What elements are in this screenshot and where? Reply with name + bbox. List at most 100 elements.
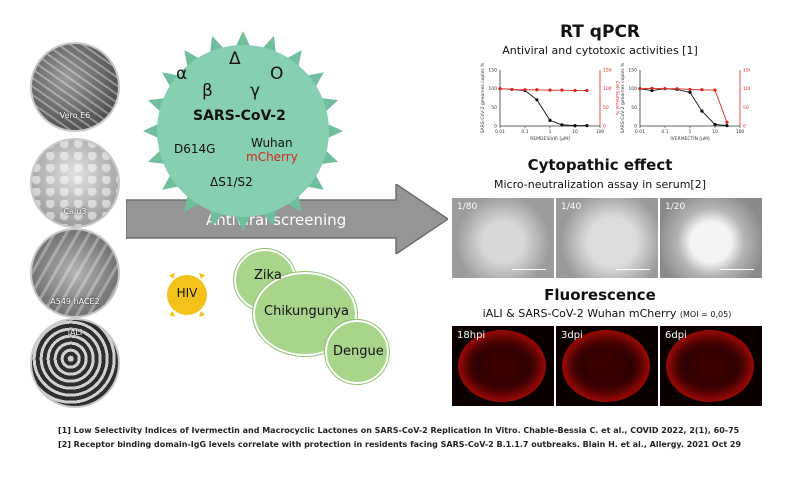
hiv-label: HIV (176, 286, 198, 300)
y-tick-label: 50 (491, 105, 497, 111)
cpe-panel-1-label: 1/80 (457, 202, 478, 212)
scale-bar (720, 269, 754, 270)
y2-axis-label: Cell Survival % (614, 81, 620, 115)
cell-survival-point (725, 120, 729, 124)
fluo-panel-1-label: 18hpi (457, 330, 486, 341)
virus-spike (184, 194, 200, 212)
rtqpcr-title: RT qPCR (559, 22, 641, 42)
zika-label: Zika (254, 268, 282, 283)
strain-label: Wuhan (251, 136, 293, 150)
genome-copies-point (725, 124, 729, 128)
x-tick-label: 0.1 (521, 129, 528, 135)
fluorescence-panel-6dpi: 6dpi (660, 326, 762, 406)
moi-label: (MOI = 0,05) (679, 310, 732, 319)
fluorescence-title: Fluorescence (544, 286, 656, 304)
x-tick-label: 10 (572, 129, 578, 135)
y-tick-label: 150 (488, 68, 497, 74)
cell-survival-point (573, 88, 577, 93)
virus-spike (143, 123, 160, 139)
fluo-panel-2-label: 3dpi (561, 330, 583, 341)
cell-survival-point (688, 87, 692, 92)
virus-spike (306, 174, 324, 190)
cell-survival-point (523, 88, 527, 92)
cpe-panel-1-80: 1/80 (452, 198, 554, 278)
virus-spike (162, 174, 180, 190)
cell-survival-point (585, 88, 589, 93)
y-tick-label: 100 (488, 86, 497, 92)
x-tick-label: 100 (736, 129, 745, 135)
genome-copies-point (573, 124, 577, 128)
y2-tick-label: 0 (743, 124, 746, 130)
x-tick-label: 1 (549, 129, 552, 135)
fluorescence-subtitle: iALI & SARS-CoV-2 Wuhan mCherry (482, 307, 677, 320)
dengue-circle (325, 320, 389, 384)
cell-survival-point (663, 87, 667, 91)
x-axis-label: IVERMECTIN [µM] (670, 136, 710, 142)
virus-spike (235, 214, 251, 231)
reference-2: [2] Receptor binding domain-IgG levels c… (58, 440, 742, 449)
y2-tick-label: 50 (743, 105, 749, 111)
well-ring (666, 330, 754, 402)
vero-e6-label: Vero E6 (59, 111, 91, 120)
y-tick-label: 0 (494, 124, 497, 130)
genome-copies-line (639, 88, 727, 127)
y2-tick-label: 150 (743, 68, 750, 74)
genome-copies-point (548, 118, 552, 122)
virus-spike (184, 50, 200, 68)
cell-survival-point (498, 87, 502, 91)
fluo-panel-3-label: 6dpi (665, 330, 687, 341)
y-tick-label: 0 (634, 124, 637, 130)
genome-copies-point (688, 90, 692, 94)
genome-copies-point (650, 88, 654, 93)
virus-spike (162, 72, 180, 88)
greek-beta: β (202, 81, 213, 101)
x-tick-label: 1 (689, 129, 692, 135)
rtqpcr-subtitle: Antiviral and cytotoxic activities [1] (502, 44, 698, 57)
genome-copies-point (535, 98, 539, 102)
cell-survival-point (650, 86, 654, 90)
virus-spike (306, 72, 324, 88)
y2-tick-label: 100 (743, 86, 750, 92)
virus-spike (235, 31, 251, 48)
x-tick-label: 0.01 (495, 129, 505, 135)
y-axis-label: SARS-CoV-2 genomes copies % (480, 62, 486, 133)
dengue-label: Dengue (333, 344, 384, 359)
x-tick-label: 0.1 (661, 129, 668, 135)
sars-cov-2-virus (143, 31, 343, 231)
fluorescence-panel-3dpi: 3dpi (556, 326, 658, 406)
reporter-label: mCherry (246, 150, 298, 164)
virus-name: SARS-CoV-2 (193, 108, 286, 124)
fluorescence-subtitle-line: iALI & SARS-CoV-2 Wuhan mCherry (MOI = 0… (452, 307, 762, 320)
genome-copies-point (700, 109, 704, 113)
cell-survival-point (675, 87, 679, 91)
cell-survival-point (638, 87, 642, 91)
virus-spike (286, 50, 302, 68)
virus-spike (286, 194, 302, 212)
cpe-panel-3-label: 1/20 (665, 202, 686, 212)
cell-survival-point (713, 88, 717, 92)
y-tick-label: 100 (628, 86, 637, 92)
cell-survival-line (639, 87, 728, 123)
cpe-panel-1-20: 1/20 (660, 198, 762, 278)
well-ring (562, 330, 650, 402)
greek-omicron: O (270, 64, 284, 84)
greek-gamma: γ (250, 81, 261, 101)
virus-spike (326, 123, 343, 139)
y-tick-label: 150 (628, 68, 637, 74)
deletion-label: ΔS1/S2 (210, 175, 253, 189)
cell-survival-point (535, 88, 539, 92)
calu3-cell-image: Calu3 (30, 138, 120, 228)
cpe-panel-2-label: 1/40 (561, 202, 582, 212)
x-tick-label: 10 (712, 129, 718, 135)
genome-copies-point (713, 122, 717, 127)
chikungunya-label: Chikungunya (264, 304, 349, 319)
cell-survival-point (548, 88, 552, 92)
genome-copies-point (585, 124, 589, 128)
genome-copies-line (499, 88, 587, 127)
iali-cell-image: iALI (30, 318, 120, 408)
y2-tick-label: 100 (603, 86, 612, 92)
greek-delta: Δ (229, 49, 241, 69)
y2-tick-label: 50 (603, 105, 609, 111)
cell-survival-point (560, 88, 564, 92)
